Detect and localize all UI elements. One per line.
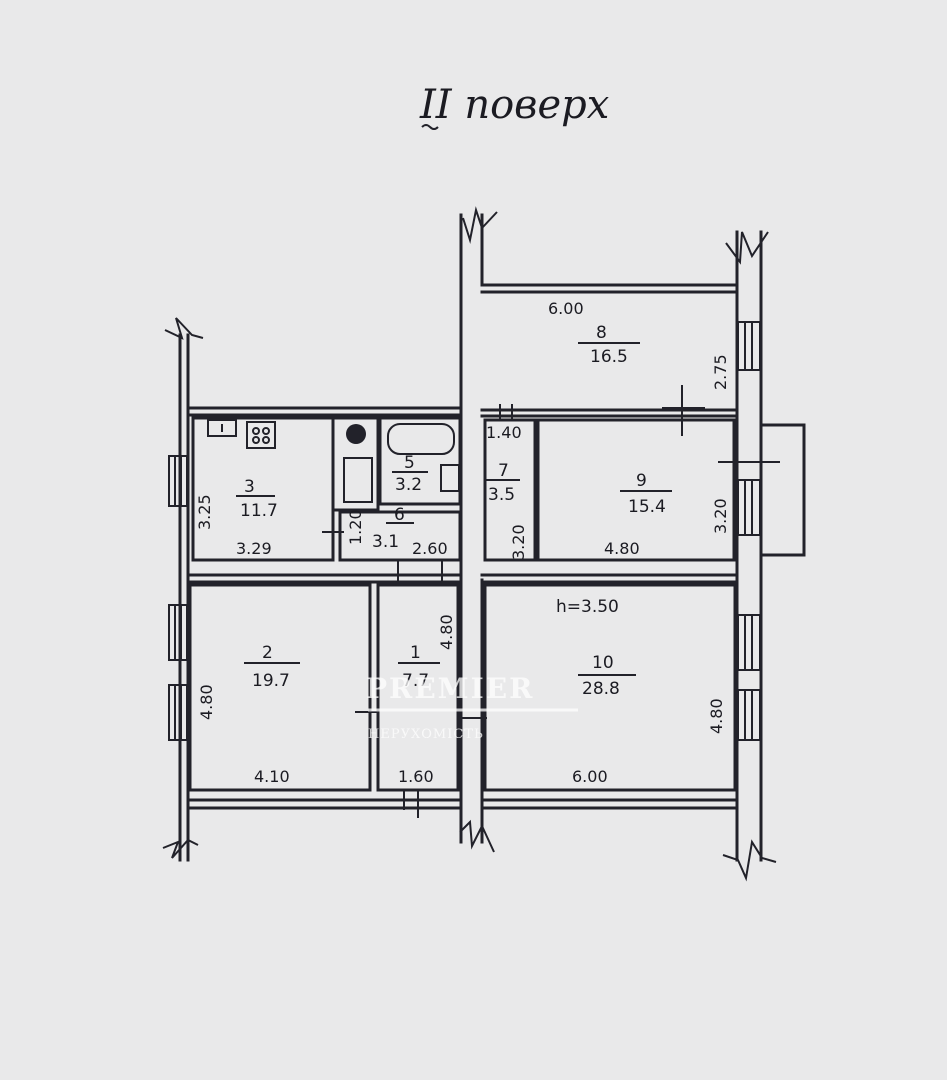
title-tilde: [421, 124, 439, 130]
dim-r2-height: 4.80: [197, 684, 216, 720]
windows: [168, 321, 761, 741]
room-8-area: 16.5: [590, 347, 628, 367]
room-2-number: 2: [262, 643, 273, 663]
room-7-number: 7: [498, 461, 509, 481]
sink2-icon: [440, 464, 460, 492]
room-10-number: 10: [592, 653, 614, 673]
room-1-area: 7.7: [402, 671, 429, 691]
room-3-number: 3: [244, 477, 255, 497]
room-1-number: 1: [410, 643, 421, 663]
toilet-icon: [343, 457, 373, 503]
room-9-number: 9: [636, 471, 647, 491]
room-2-area: 19.7: [252, 671, 290, 691]
dim-r7-top: 1.40: [486, 423, 522, 442]
room-3-area: 11.7: [240, 501, 278, 521]
watermark-logo: PREMIER НЕРУХОМІСТЬ: [366, 672, 578, 742]
room-7-area: 3.5: [488, 485, 515, 505]
dim-r1-height: 4.80: [437, 614, 456, 650]
sink-icon: [207, 419, 237, 437]
room-10-area: 28.8: [582, 679, 620, 699]
dim-r6-width: 2.60: [412, 539, 448, 558]
room-labels: 8 16.5 9 15.4 3 11.7 5 3.2 6 3.1 7 3.5 2…: [240, 323, 666, 699]
dim-r7-height: 3.20: [509, 524, 528, 560]
dim-r10-width: 6.00: [572, 767, 608, 786]
room-8-number: 8: [596, 323, 607, 343]
boiler-icon: [346, 424, 366, 444]
dim-r8-width: 6.00: [548, 299, 584, 318]
doors: [322, 385, 780, 818]
fixtures: [207, 419, 460, 503]
watermark-sub: НЕРУХОМІСТЬ: [368, 727, 484, 742]
room-9-area: 15.4: [628, 497, 666, 517]
room-5-number: 5: [404, 453, 415, 473]
dim-r10-height: 4.80: [707, 698, 726, 734]
area-lines: [236, 342, 672, 676]
bathtub-icon: [387, 423, 455, 455]
watermark-brand: PREMIER: [366, 672, 534, 705]
dim-r3-height: 3.25: [195, 494, 214, 530]
room-6-number: 6: [394, 505, 405, 525]
dim-r2-width: 4.10: [254, 767, 290, 786]
dim-r3-width: 3.29: [236, 539, 272, 558]
floor-title: II поверх: [419, 82, 609, 128]
dim-r9-width: 4.80: [604, 539, 640, 558]
stove-icon: [246, 421, 276, 449]
dimensions: 6.00 2.75 3.25 3.29 1.20 2.60 1.40 3.20 …: [195, 299, 730, 786]
room-6-area: 3.1: [372, 532, 399, 552]
dim-r9-height: 3.20: [711, 498, 730, 534]
dim-r1-width: 1.60: [398, 767, 434, 786]
dim-r6-height: 1.20: [346, 509, 365, 545]
room-5-area: 3.2: [395, 475, 422, 495]
ceiling-height: h=3.50: [556, 597, 619, 617]
dim-r8-height: 2.75: [711, 354, 730, 390]
